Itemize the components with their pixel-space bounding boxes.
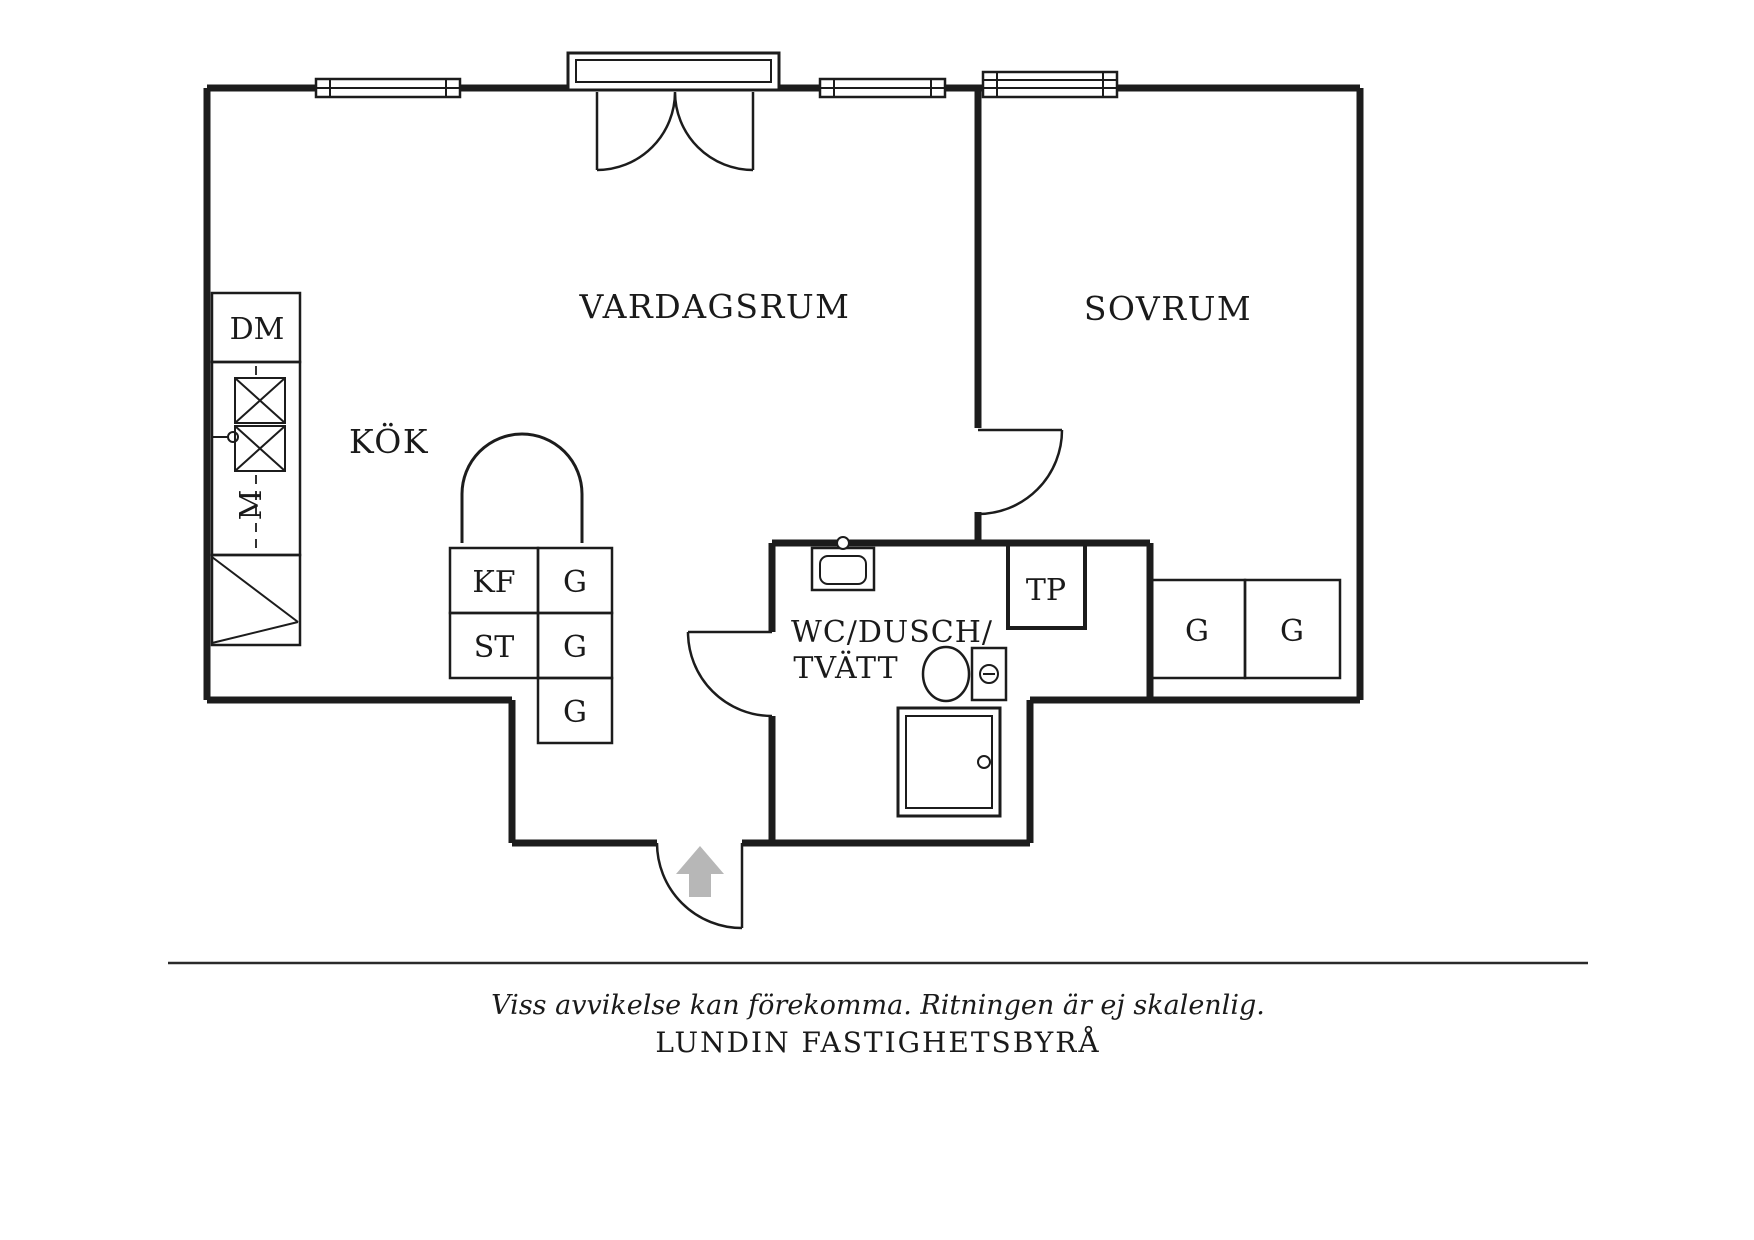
room-label-livingroom: VARDAGSRUM [579, 287, 851, 326]
room-label-bathroom-line2: TVÄTT [793, 650, 898, 686]
label-machine: M [234, 490, 269, 521]
label-bedroom-wardrobe-1: G [1185, 614, 1209, 649]
kitchen-faucet [212, 431, 239, 443]
bedroom-wardrobes [1148, 578, 1342, 680]
exterior-walls [203, 84, 1364, 847]
entry-door [655, 842, 744, 930]
room-label-kitchen: KÖK [349, 421, 429, 461]
wardrobe-box-3 [536, 676, 614, 745]
balcony-door [566, 51, 781, 172]
bedroom-wardrobe-box-2 [1243, 578, 1342, 680]
hall-cabinets [448, 546, 614, 745]
label-bedroom-wardrobe-2: G [1280, 614, 1304, 649]
footer-disclaimer: Viss avvikelse kan förekomma. Ritningen … [491, 990, 1265, 1021]
exterior-wall-path [203, 84, 1364, 847]
footer: Viss avvikelse kan förekomma. Ritningen … [168, 961, 1588, 1059]
entry-direction-arrow [676, 846, 724, 897]
windows [314, 70, 1119, 99]
cooktop-burner-2 [234, 425, 286, 472]
kitchen-bench-wedge [211, 556, 299, 644]
footer-brand: LUNDIN FASTIGHETSBYRÅ [655, 1026, 1100, 1059]
bedroom-door [977, 428, 1064, 516]
kitchen-fixtures [210, 291, 302, 647]
toilet [921, 645, 1008, 703]
bathroom-sink [810, 536, 876, 592]
label-stove: ST [474, 630, 515, 665]
label-wardrobe-3: G [563, 695, 587, 730]
label-wardrobe-1: G [563, 565, 587, 600]
window-kitchen [314, 77, 462, 99]
interior-wall-path [768, 88, 1154, 843]
window-livingroom [818, 77, 947, 99]
label-fridge-freezer: KF [472, 565, 515, 600]
label-wardrobe-2: G [563, 630, 587, 665]
label-dishwasher: DM [230, 312, 285, 347]
doors [566, 51, 1064, 930]
kitchen-arch-wall [460, 432, 584, 543]
bathroom-door [686, 630, 773, 718]
shower-cabin [896, 706, 1002, 818]
room-label-bedroom: SOVRUM [1084, 289, 1252, 328]
kitchen-bench-box [210, 553, 302, 647]
label-closet-tp: TP [1026, 573, 1066, 608]
bathroom-fixtures [810, 536, 1008, 818]
cooktop-burner-1 [234, 377, 286, 424]
tp-closet-walls [1006, 546, 1087, 630]
window-bedroom [981, 70, 1119, 99]
room-label-bathroom-line1: WC/DUSCH/ [791, 615, 993, 650]
